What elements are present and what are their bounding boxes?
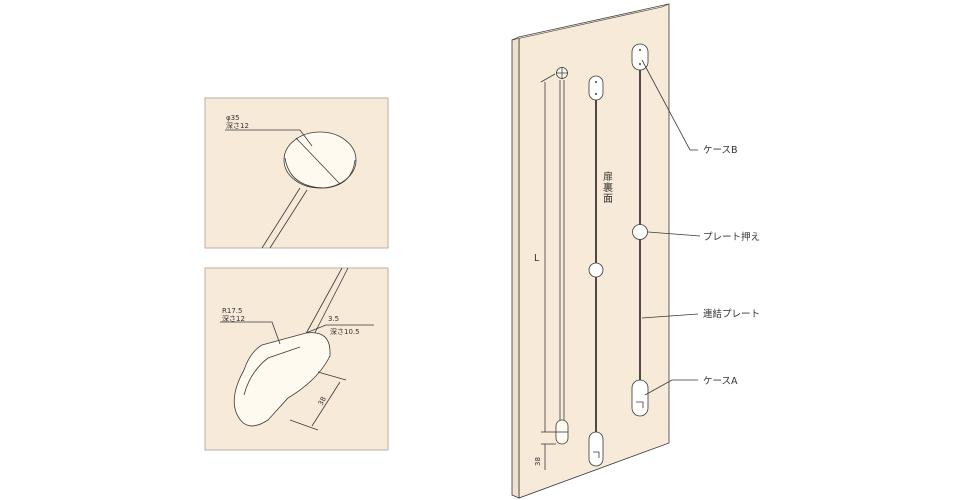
slot-width-leader-line [305,324,374,334]
middle-assembly: 扉 裏 面 [588,75,616,467]
callouts: ケースB プレート押え 連結プレート ケースA [641,59,760,396]
door-panel: L 38 扉 裏 面 [511,3,670,499]
slot-edge-left [261,187,301,249]
middle-case-top [588,75,604,101]
round-hole [283,131,357,189]
door-edge [511,36,520,499]
diameter-leader-line [225,129,313,147]
connecting-plate-label: 連結プレート [703,308,760,320]
detail-panel-top: φ35 深さ12 [204,97,389,249]
case-b-label: ケースB [703,145,738,156]
middle-case-top-screw-b [595,93,597,95]
pocket-inner-wall [243,346,301,396]
back-face-label: 扉 裏 面 [603,170,616,205]
diameter-dimension-line [295,137,341,185]
middle-case-bottom [588,431,604,467]
back-face-char-3: 面 [603,194,613,205]
plate-holder-label: プレート押え [703,231,760,243]
case-a-mark [636,401,644,408]
top-bore-crosshair [556,67,568,79]
length-label: 38 [317,395,328,407]
plate-holder-leader [647,231,701,237]
length-extension-top [540,73,556,83]
round-hole-inner-wall [284,157,356,189]
case-b-screw-b [639,63,641,65]
back-face-char-1: 扉 [603,170,613,183]
case-a-leader [644,379,698,396]
middle-case-bottom-mark [593,451,600,458]
length-extension-line-top [317,371,347,381]
case-b-leader [641,59,698,151]
back-face-char-2: 裏 [603,181,613,194]
right-assembly [631,43,649,417]
case-a-label: ケースA [703,376,738,387]
diameter-depth-label: 深さ12 [226,121,249,130]
elongated-pocket [233,332,331,427]
connecting-plate-leader [641,313,699,319]
length-label: L [534,253,540,264]
radius-label: R17.5 [222,307,242,315]
length-dimension-line [311,381,341,427]
middle-plate-holder [588,262,604,278]
diameter-label: φ35 [226,114,240,122]
radius-leader-line [220,321,281,345]
case-a [631,379,649,417]
slot-edge-right [269,189,308,249]
left-routing: L 38 [534,67,569,470]
slot-depth-label: 深さ10.5 [330,327,360,336]
length-extension-line-bottom [289,419,319,431]
radius-depth-label: 深さ12 [222,314,245,323]
case-b-screw-a [639,49,641,51]
middle-case-top-screw-a [595,81,597,83]
plate-holder [632,224,648,240]
detail-panel-bottom: R17.5 深さ12 3.5 深さ10.5 38 [204,267,389,451]
offset-label: 38 [534,457,542,466]
slot-width-label: 3.5 [328,315,339,323]
door-top-edge [511,3,670,41]
